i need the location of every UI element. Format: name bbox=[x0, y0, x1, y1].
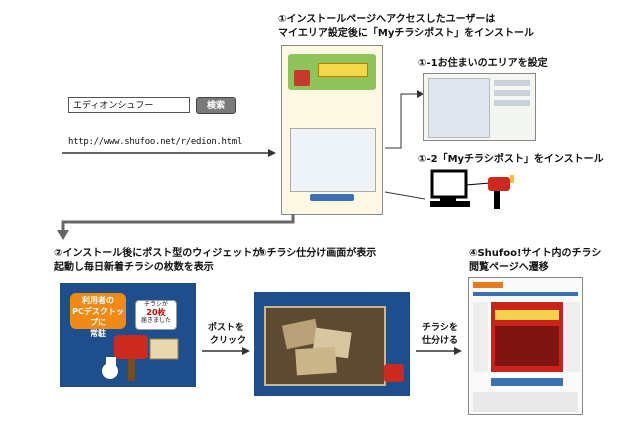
flyer-thumbnail[interactable] bbox=[295, 346, 337, 376]
post-click-label-line2: クリック bbox=[210, 336, 247, 346]
sort-label-line2: 仕分ける bbox=[422, 336, 459, 346]
post-click-label-line1: ポストを bbox=[208, 323, 245, 333]
area-setting-row bbox=[494, 80, 530, 86]
page-footer bbox=[473, 392, 578, 412]
mailbox-icon bbox=[294, 70, 310, 86]
search-button[interactable]: 検索 bbox=[196, 97, 236, 114]
branch-arrows bbox=[384, 90, 425, 200]
search-input[interactable]: エディオンシュフー bbox=[68, 97, 190, 113]
badge-line2: PCデスクトップに bbox=[72, 307, 124, 327]
flow-arrow-down bbox=[57, 214, 295, 240]
step1-1-label: ①-1お住まいのエリアを設定 bbox=[418, 58, 548, 69]
step1-title-line1: ①インストールページへアクセスしたユーザーは bbox=[278, 14, 496, 25]
arrow-step3-to-step4 bbox=[416, 347, 462, 355]
area-setting-row bbox=[494, 100, 530, 106]
step1-2-label: ①-2「Myチラシポスト」をインストール bbox=[418, 154, 604, 165]
right-sidebar bbox=[566, 302, 580, 372]
step4-line1: ④Shufoo!サイト内のチラシ bbox=[469, 248, 602, 259]
step2-line2: 起動し毎日新着チラシの枚数を表示 bbox=[54, 262, 214, 273]
pc-and-mailbox-illustration bbox=[430, 169, 514, 209]
flyer-count: 20枚 bbox=[146, 308, 166, 317]
sort-label-line1: チラシを bbox=[422, 323, 458, 333]
mailbox-widget-icon[interactable] bbox=[100, 327, 190, 385]
area-map-image bbox=[428, 78, 490, 138]
bubble-line2: 届きました bbox=[140, 317, 171, 324]
new-flyer-count-bubble: チラシが 20枚 届きました bbox=[135, 300, 177, 330]
flyer-viewer-page-screenshot bbox=[468, 277, 583, 415]
mailbox-icon bbox=[384, 364, 404, 382]
my-chirashi-post-logo bbox=[318, 63, 368, 77]
step1-title-line2: マイエリア設定後に「Myチラシポスト」をインストール bbox=[278, 28, 534, 39]
arrow-step2-to-step3 bbox=[202, 347, 250, 355]
step3-line1: ③チラシ仕分け画面が表示 bbox=[258, 248, 377, 259]
site-navbar bbox=[473, 292, 578, 296]
install-url[interactable]: http://www.shufoo.net/r/edion.html bbox=[68, 137, 243, 147]
flyer-image bbox=[491, 302, 563, 372]
site-logo bbox=[473, 282, 503, 288]
desktop-resident-badge: 利用者の PCデスクトップに 常駐 bbox=[70, 293, 126, 338]
bubble-line1: チラシが bbox=[144, 301, 168, 308]
install-button-thumbnail bbox=[310, 194, 354, 201]
badge-line3: 常駐 bbox=[90, 329, 106, 338]
flyer-sort-screenshot bbox=[254, 292, 410, 396]
area-setting-row bbox=[494, 90, 530, 96]
flyer-sort-window bbox=[264, 306, 386, 386]
step4-line2: 閲覧ページへ遷移 bbox=[469, 262, 549, 273]
flyer-product-grid bbox=[495, 326, 559, 366]
flyer-headline-band bbox=[495, 310, 559, 320]
area-map-thumbnail bbox=[290, 128, 376, 192]
area-setting-screenshot bbox=[423, 73, 536, 141]
left-sidebar bbox=[473, 302, 488, 372]
flyer-nav-bar[interactable] bbox=[491, 378, 563, 386]
install-page-screenshot bbox=[281, 45, 383, 215]
badge-line1: 利用者の bbox=[82, 296, 114, 305]
url-arrow bbox=[62, 149, 276, 157]
step2-line1: ②インストール後にポスト型のウィジェットが bbox=[54, 248, 263, 259]
